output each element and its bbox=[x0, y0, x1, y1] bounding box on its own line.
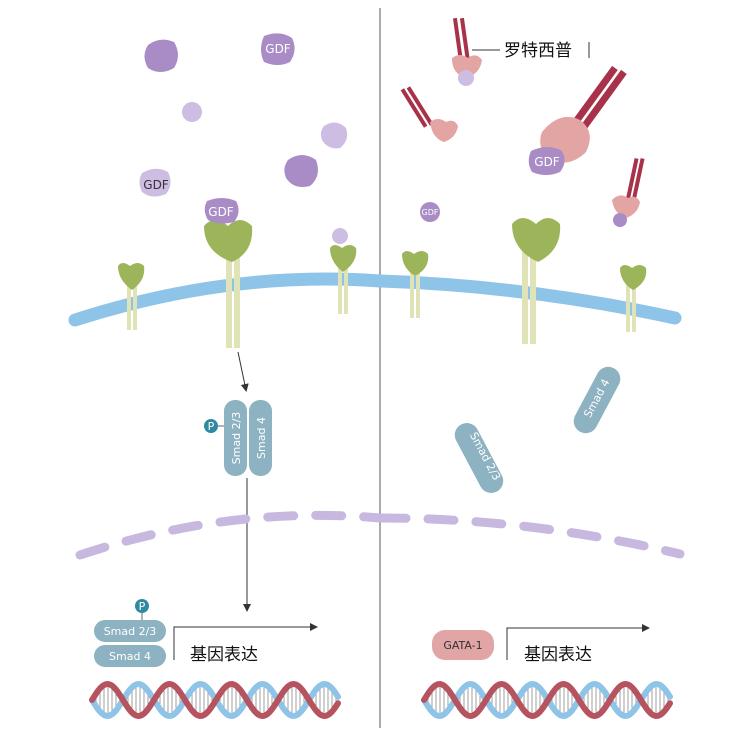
gdf-ligand-bound bbox=[204, 198, 239, 224]
gdf-ligand bbox=[144, 39, 178, 72]
receptor-small bbox=[402, 251, 429, 318]
gene-expression-label: 基因表达 bbox=[524, 645, 592, 665]
drug-molecule-large-bound: GDF bbox=[528, 65, 627, 175]
gdf-label: GDF bbox=[265, 42, 291, 56]
gdf-label: GDF bbox=[143, 178, 169, 192]
smad4-protein bbox=[94, 645, 166, 667]
smad4-protein bbox=[249, 400, 272, 476]
left-panel: GDF GDF GDF bbox=[68, 33, 387, 720]
gdf-ligand-labeled: GDF bbox=[420, 202, 440, 222]
gdf-ligand bbox=[320, 122, 348, 149]
gdf-ligand-labeled: GDF bbox=[139, 168, 171, 197]
gdf-ligand-small bbox=[332, 228, 348, 244]
gdf-ligand-small bbox=[182, 102, 202, 122]
signal-arrow bbox=[237, 351, 249, 392]
smad23-free: Smad 2/3 bbox=[454, 423, 504, 493]
dna-strand-red bbox=[421, 680, 673, 720]
dna-helix bbox=[421, 680, 673, 720]
label-tick bbox=[588, 42, 590, 58]
gdf-label: GDF bbox=[208, 205, 234, 219]
gdf-ligand-bound bbox=[528, 147, 565, 175]
drug-label: 罗特西普 bbox=[504, 41, 572, 61]
gdf-ligand-labeled: GDF bbox=[261, 33, 295, 65]
right-panel: 罗特西普 GDF GDF bbox=[373, 17, 685, 720]
smad23-label: Smad 2/3 bbox=[230, 412, 243, 465]
smad23-protein bbox=[94, 620, 166, 642]
phosphate-label: P bbox=[208, 420, 215, 433]
smad4-label: Smad 4 bbox=[109, 650, 151, 663]
receptor-small bbox=[118, 263, 145, 330]
gata1-label: GATA-1 bbox=[443, 639, 482, 652]
gene-expression-label: 基因表达 bbox=[190, 645, 258, 665]
dna-helix bbox=[89, 680, 341, 720]
gdf-ligand bbox=[284, 155, 318, 187]
drug-molecule-labeled: 罗特西普 bbox=[452, 17, 590, 86]
gata1-protein: GATA-1 bbox=[432, 630, 494, 660]
phosphate-label: P bbox=[139, 600, 146, 613]
gdf-label: GDF bbox=[422, 208, 439, 217]
phosphate-marker bbox=[204, 419, 218, 433]
drug-molecule bbox=[400, 86, 458, 142]
smad4-label: Smad 4 bbox=[255, 417, 268, 459]
smad-complex-cytoplasm: Smad 2/3 Smad 4 P bbox=[204, 400, 272, 476]
receptor-small-bound bbox=[330, 228, 357, 314]
receptor-large bbox=[512, 218, 561, 344]
drug-molecule bbox=[612, 158, 645, 227]
transcription-arrow bbox=[506, 624, 650, 660]
nuclear-envelope-left bbox=[75, 510, 385, 560]
smad4-free: Smad 4 bbox=[573, 366, 621, 434]
gdf-label: GDF bbox=[534, 155, 560, 169]
smad-complex-nucleus: P Smad 2/3 Smad 4 bbox=[94, 599, 166, 667]
receptor-small bbox=[620, 265, 647, 332]
transcription-arrow bbox=[173, 623, 318, 660]
phosphate-marker bbox=[135, 599, 149, 613]
smad23-protein bbox=[224, 400, 247, 476]
receptor-large-bound: GDF bbox=[204, 198, 253, 348]
dna-strand-red bbox=[89, 680, 341, 720]
smad23-label: Smad 2/3 bbox=[104, 625, 157, 638]
nuclear-envelope-right bbox=[375, 513, 685, 559]
